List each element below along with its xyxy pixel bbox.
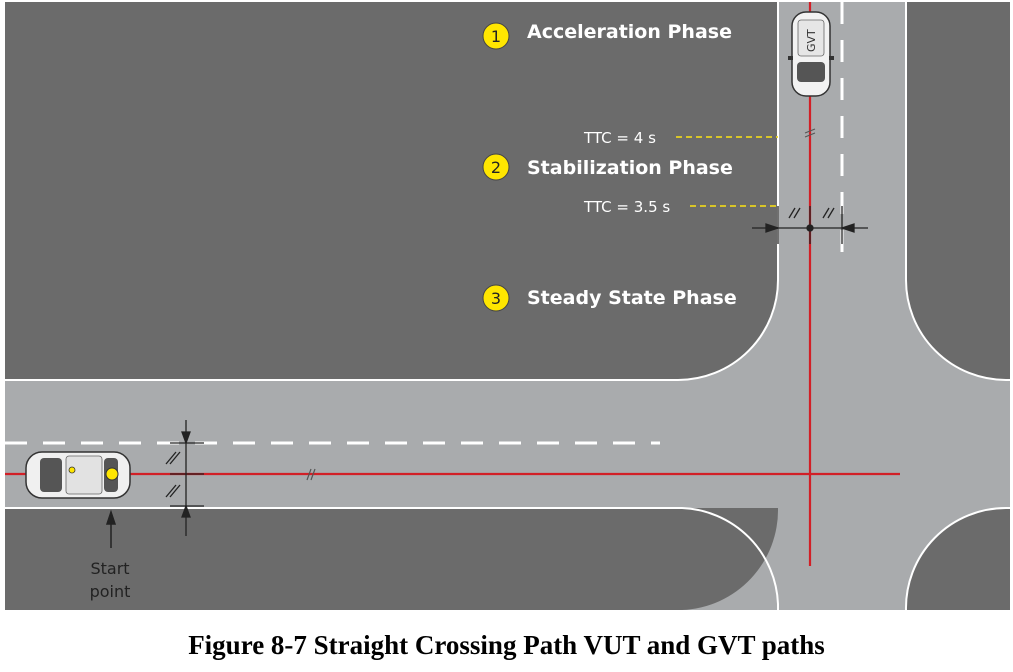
start-point-label-line1: Start (90, 559, 129, 578)
gvt-car: GVT (788, 11, 834, 97)
phase-2-marker: 2 (482, 153, 510, 181)
phase-2-number: 2 (491, 158, 501, 177)
phase-1-marker: 1 (482, 22, 510, 50)
phase-1-label: Acceleration Phase (527, 21, 732, 43)
phase-1-number: 1 (491, 27, 501, 46)
phase-2-circle (482, 153, 510, 181)
gvt-offset-dimension (752, 206, 868, 244)
start-point-arrow (105, 509, 117, 548)
start-point-label-line2: point (90, 582, 131, 601)
ttc-3-5s-label: TTC = 3.5 s (583, 198, 670, 216)
figure-caption: Figure 8-7 Straight Crossing Path VUT an… (188, 630, 825, 660)
vut-car (25, 451, 131, 499)
phase-3-label: Steady State Phase (527, 287, 737, 309)
phase-1-circle (482, 22, 510, 50)
vut-reference-dot (105, 467, 119, 481)
road-edge-lines (5, 2, 1010, 611)
start-offset-dimension (165, 420, 204, 536)
phase-3-circle (482, 284, 510, 312)
watermark: 知乎 @BUAA火车侠 (728, 619, 939, 645)
ttc-4s-label: TTC = 4 s (583, 129, 656, 147)
phase-2-label: Stabilization Phase (527, 157, 733, 179)
gvt-car-label: GVT (805, 29, 818, 52)
phase-3-marker: 3 (482, 284, 510, 312)
path-break-marks (306, 128, 816, 481)
phase-3-number: 3 (491, 289, 501, 308)
